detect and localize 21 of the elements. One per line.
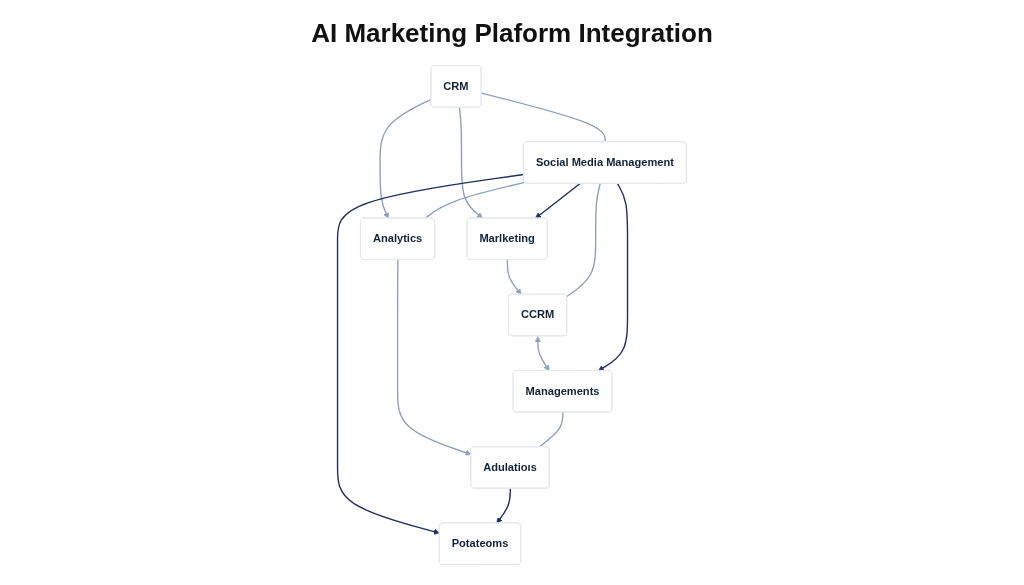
node-text: Adulatioıs <box>483 461 537 473</box>
arrow <box>598 183 629 372</box>
node-text: CRM <box>443 80 469 92</box>
node-text: Potateoms <box>451 537 509 550</box>
arrow <box>336 173 525 535</box>
connector <box>538 411 564 448</box>
arrow <box>506 259 522 295</box>
arrow <box>458 106 483 219</box>
node-text: Analytics <box>372 232 423 245</box>
node-text: CCRM <box>521 308 555 321</box>
node-text: Marlketing <box>479 232 535 245</box>
arrow <box>535 183 581 219</box>
node-text: Social Media Management <box>535 156 674 169</box>
diagram-title: AI Marketing Plaform Integration <box>310 18 714 49</box>
connector <box>566 183 601 298</box>
arrow <box>396 259 472 456</box>
arrow <box>534 336 550 372</box>
connector <box>480 92 606 143</box>
arrow <box>379 98 432 219</box>
arrow <box>496 487 512 524</box>
node-text: Managements <box>525 384 600 397</box>
